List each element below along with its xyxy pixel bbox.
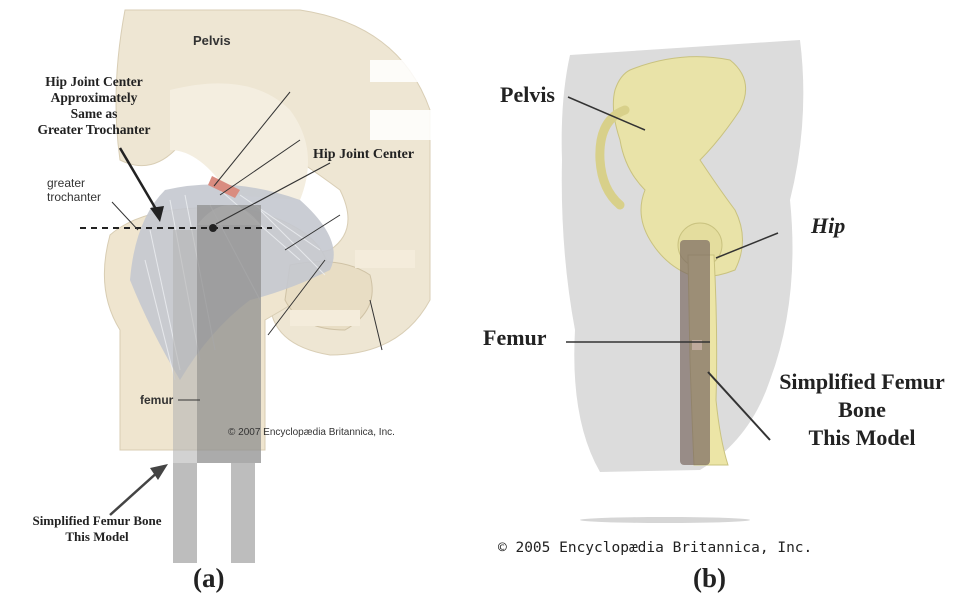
- model-femur-light-left-upper: [173, 230, 197, 463]
- simplified-label-b-line-2: Bone: [752, 396, 972, 424]
- femur-label-a: femur: [140, 393, 173, 407]
- simplified-label-a-line-1: Simplified Femur Bone: [2, 513, 192, 529]
- model-femur-b: [680, 240, 710, 465]
- hip-center-note: Hip Joint Center Approximately Same as G…: [14, 74, 174, 138]
- caption-a: (a): [193, 563, 224, 594]
- simplified-label-b-line-3: This Model: [752, 424, 972, 452]
- simplified-label-b-line-1: Simplified Femur: [752, 368, 972, 396]
- pelvis-label-a: Pelvis: [193, 33, 231, 48]
- copyright-b: © 2005 Encyclopædia Britannica, Inc.: [498, 540, 812, 556]
- hip-center-note-line-3: Same as: [14, 106, 174, 122]
- panel-a: Pelvis Hip Joint Center Approximately Sa…: [0, 0, 470, 598]
- simplified-femur-label-b: Simplified Femur Bone This Model: [752, 368, 972, 452]
- label-patch-4: [290, 310, 360, 326]
- model-femur-dark: [197, 205, 261, 463]
- simplified-femur-label-a: Simplified Femur Bone This Model: [2, 513, 192, 545]
- simplified-label-a-line-2: This Model: [2, 529, 192, 545]
- hip-center-note-line-2: Approximately: [14, 90, 174, 106]
- copyright-a: © 2007 Encyclopædia Britannica, Inc.: [228, 427, 395, 438]
- greater-trochanter-label: greater trochanter: [47, 176, 101, 204]
- model-femur-light-right: [231, 463, 255, 563]
- label-patch-1: [370, 60, 440, 82]
- panel-b: Pelvis Hip Femur Simplified Femur Bone T…: [470, 0, 973, 598]
- bottom-smudge-1: [580, 517, 750, 523]
- caption-b: (b): [693, 563, 726, 594]
- label-patch-3: [355, 250, 415, 268]
- hip-center-point: [209, 224, 217, 232]
- greater-trochanter-line-2: trochanter: [47, 190, 101, 204]
- femur-label-b: Femur: [483, 325, 547, 351]
- label-patch-2: [370, 110, 435, 140]
- hip-joint-center-label: Hip Joint Center: [313, 147, 414, 163]
- simplified-arrow: [110, 470, 160, 515]
- hip-center-note-line-1: Hip Joint Center: [14, 74, 174, 90]
- hip-label-b: Hip: [811, 213, 845, 239]
- greater-trochanter-line-1: greater: [47, 176, 101, 190]
- hip-center-note-line-4: Greater Trochanter: [14, 122, 174, 138]
- pelvis-label-b: Pelvis: [500, 82, 555, 108]
